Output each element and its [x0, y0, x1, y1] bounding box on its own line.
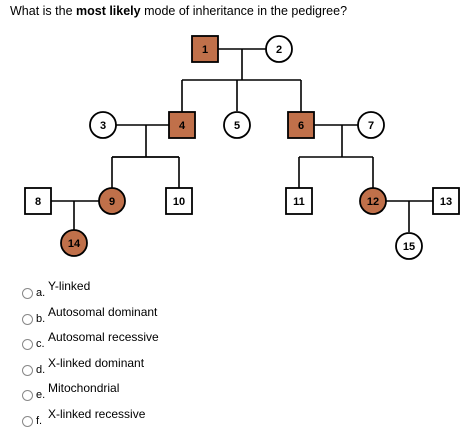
individual-8: 8 [24, 187, 52, 215]
male-square [191, 35, 219, 63]
individual-14: 14 [60, 229, 88, 257]
individual-number: 7 [368, 120, 374, 132]
individual-number: 4 [179, 120, 186, 132]
male-square [24, 187, 52, 215]
individual-6: 6 [287, 111, 315, 139]
individual-number: 3 [100, 120, 106, 132]
individual-15: 15 [395, 232, 423, 260]
option-a[interactable]: a.Y-linked [20, 279, 320, 303]
question-bold: most likely [76, 4, 141, 18]
individual-number: 1 [202, 44, 208, 56]
radio-button[interactable] [22, 390, 33, 401]
female-circle [223, 111, 251, 139]
option-letter: a. [36, 287, 46, 299]
individual-number: 5 [234, 120, 240, 132]
option-e[interactable]: e.Mitochondrial [20, 381, 320, 405]
individual-2: 2 [265, 35, 293, 63]
individual-number: 9 [109, 196, 115, 208]
option-letter: d. [36, 364, 46, 376]
radio-button[interactable] [22, 288, 33, 299]
option-label: Autosomal recessive [48, 330, 159, 344]
option-label: X-linked recessive [48, 407, 146, 421]
individual-number: 12 [367, 196, 379, 208]
male-square [432, 187, 460, 215]
individual-number: 13 [440, 196, 452, 208]
individual-number: 6 [298, 120, 304, 132]
pedigree-lines [51, 48, 433, 232]
option-label: Mitochondrial [48, 381, 120, 395]
female-circle [89, 111, 117, 139]
option-label: Y-linked [48, 279, 91, 293]
male-square [285, 187, 313, 215]
male-square [287, 111, 315, 139]
option-letter: c. [36, 338, 45, 350]
radio-button[interactable] [22, 339, 33, 350]
female-circle [395, 232, 423, 260]
individual-4: 4 [168, 111, 196, 139]
option-letter: e. [36, 389, 46, 401]
option-d[interactable]: d.X-linked dominant [20, 356, 320, 380]
option-letter: f. [36, 415, 43, 427]
radio-button[interactable] [22, 416, 33, 427]
individual-12: 12 [359, 187, 387, 215]
option-label: Autosomal dominant [48, 305, 158, 319]
individual-9: 9 [98, 187, 126, 215]
option-b[interactable]: b.Autosomal dominant [20, 305, 320, 329]
individual-number: 15 [403, 241, 415, 253]
individual-11: 11 [285, 187, 313, 215]
individual-1: 1 [191, 35, 219, 63]
option-label: X-linked dominant [48, 356, 145, 370]
individual-number: 8 [35, 196, 41, 208]
female-circle [60, 229, 88, 257]
female-circle [357, 111, 385, 139]
option-c[interactable]: c.Autosomal recessive [20, 330, 320, 354]
individual-number: 11 [293, 196, 305, 208]
male-square [165, 187, 193, 215]
question-suffix: mode of inheritance in the pedigree? [140, 4, 348, 18]
female-circle [98, 187, 126, 215]
option-f[interactable]: f. X-linked recessive [20, 407, 320, 431]
individual-7: 7 [357, 111, 385, 139]
individual-5: 5 [223, 111, 251, 139]
question-text: What is the most likely mode of inherita… [10, 4, 347, 18]
question-prefix: What is the [10, 4, 76, 18]
individual-number: 10 [173, 196, 185, 208]
individual-13: 13 [432, 187, 460, 215]
female-circle [359, 187, 387, 215]
radio-button[interactable] [22, 365, 33, 376]
option-letter: b. [36, 313, 46, 325]
individual-3: 3 [89, 111, 117, 139]
individual-10: 10 [165, 187, 193, 215]
radio-button[interactable] [22, 314, 33, 325]
individual-number: 14 [68, 238, 81, 250]
male-square [168, 111, 196, 139]
female-circle [265, 35, 293, 63]
individual-number: 2 [276, 44, 282, 56]
